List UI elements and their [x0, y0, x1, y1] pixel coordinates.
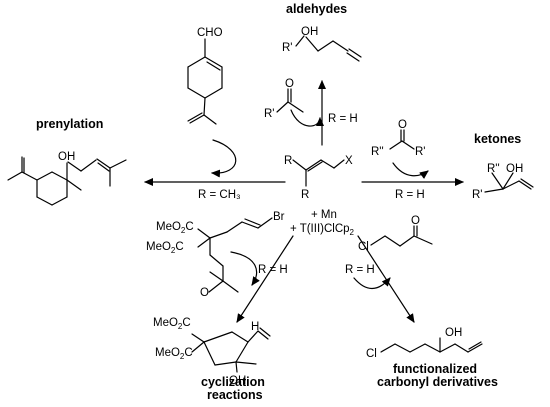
center-X: X [345, 155, 353, 167]
condition-right: R = H [395, 189, 425, 201]
aldehyde-reagent-structure [276, 88, 304, 113]
functionalized-reagent-structure [370, 225, 433, 247]
func-product-OH: OH [445, 327, 462, 339]
ketone-product-OH: OH [506, 163, 523, 175]
aldehyde-product-structure [295, 35, 362, 62]
arrow-to-cyclization [236, 235, 294, 323]
func-reagent-O: O [411, 215, 420, 227]
title-prenylation: prenylation [36, 117, 103, 131]
title-cyclization-line2: reactions [207, 388, 263, 402]
ketone-reagent-O: O [398, 119, 407, 131]
functionalized-product-structure [380, 337, 483, 353]
aldehyde-product-R: R' [282, 42, 293, 54]
prenyl-product-structure [7, 156, 127, 206]
title-functionalized-line1: functionalized [393, 362, 477, 376]
center-R-left: R [284, 155, 292, 167]
func-reagent-Cl: Cl [358, 241, 369, 253]
center-plus-mn: + Mn [311, 209, 337, 221]
condition-left: R = CH₃ [198, 189, 241, 201]
perillaldehyde-structure [187, 38, 223, 125]
cyclization-product-structure [191, 327, 271, 373]
center-allyl-substrate [292, 159, 345, 187]
perillaldehyde-CHO: CHO [197, 27, 223, 39]
ketone-reagent-structure [389, 129, 415, 150]
ketone-reagent-R1: R' [415, 146, 426, 158]
aldehyde-product-OH: OH [301, 26, 318, 38]
condition-top: R = H [328, 113, 358, 125]
cyc-product-ester1: MeO2C [153, 317, 191, 331]
ketone-product-R1: R' [472, 189, 483, 201]
curved-arrow-aldehyde [290, 109, 324, 127]
cyc-product-H: H [251, 321, 259, 333]
curved-arrow-functionalized [353, 277, 391, 290]
curved-arrow-prenyl [211, 139, 237, 178]
aldehyde-reagent-R: R' [264, 108, 275, 120]
cyc-reagent-Br: Br [273, 211, 285, 223]
aldehyde-reagent-O: O [285, 78, 294, 90]
title-ketones: ketones [474, 132, 521, 146]
center-R-right: R [301, 189, 309, 201]
cyclization-reagent-structure [197, 217, 273, 293]
curved-arrow-ketone [392, 162, 429, 179]
title-functionalized-line2: carbonyl derivatives [377, 375, 498, 389]
cyc-reagent-O: O [200, 287, 209, 299]
title-aldehydes: aldehydes [286, 2, 347, 16]
ketone-product-structure [484, 172, 534, 193]
ketone-product-R2: R'' [487, 163, 500, 175]
func-product-Cl: Cl [366, 348, 377, 360]
condition-lower-right: R = H [345, 264, 375, 276]
condition-lower-left: R = H [258, 264, 288, 276]
cyc-product-ester2: MeO2C [155, 347, 193, 361]
cyc-product-OH: OH [229, 375, 246, 387]
title-cyclization-line1: cyclization [201, 375, 265, 389]
prenyl-product-OH: OH [58, 151, 75, 163]
ketone-reagent-R2: R'' [371, 146, 384, 158]
cyc-reagent-ester2: MeO2C [146, 241, 184, 255]
curved-arrow-cyclization [230, 251, 260, 286]
center-reagent: + T(III)ClCp2 [290, 223, 355, 237]
cyc-reagent-ester1: MeO2C [156, 221, 194, 235]
